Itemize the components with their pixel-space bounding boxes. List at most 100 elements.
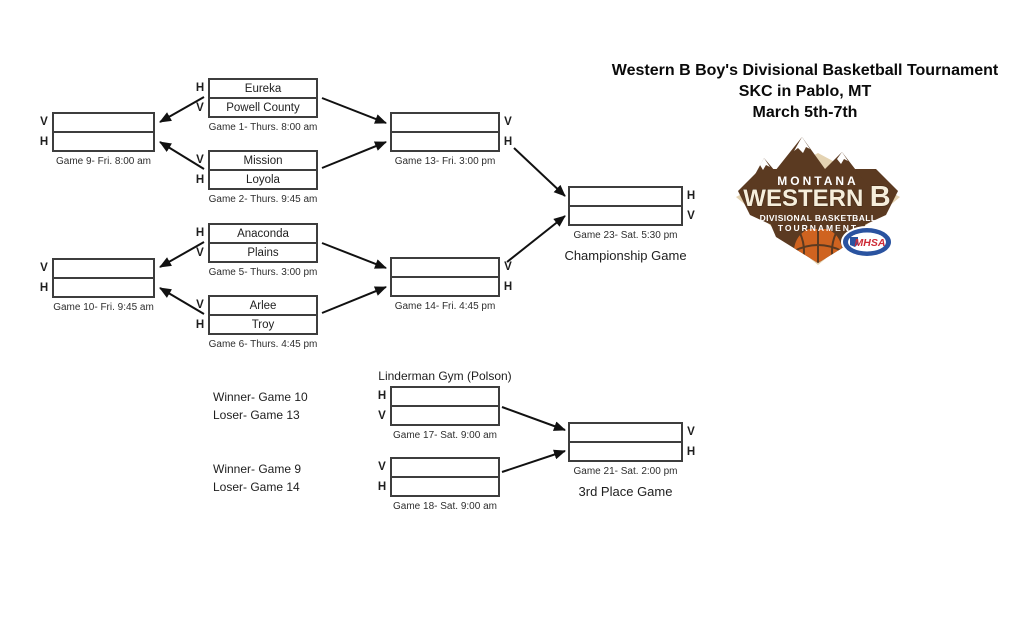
team-slot [570, 205, 681, 224]
logo-western-tspan: WESTERN [743, 185, 863, 212]
side-label: V [504, 261, 512, 273]
side-label: V [504, 116, 512, 128]
game-5-box: H V Anaconda Plains Game 5- Thurs. 3:00 … [192, 223, 334, 278]
game-caption: Game 2- Thurs. 9:45 am [208, 194, 318, 205]
matchup-box: Anaconda Plains [208, 223, 318, 263]
game-13-box: V H Game 13- Fri. 3:00 pm [374, 112, 516, 167]
side-label: H [195, 174, 205, 186]
side-label: H [377, 390, 387, 402]
team-slot [392, 459, 498, 476]
championship-game-label: Championship Game [564, 248, 687, 263]
side-labels-right: H V [683, 186, 699, 226]
side-label: V [196, 247, 204, 259]
montana-state-icon [850, 237, 858, 247]
team-slot [392, 388, 498, 405]
team-slot: Eureka [244, 82, 282, 95]
side-label: H [377, 481, 387, 493]
side-label: H [195, 319, 205, 331]
team-slot [392, 131, 498, 150]
team-slot [54, 114, 153, 131]
team-slot: Troy [210, 314, 316, 333]
side-label: H [195, 227, 205, 239]
side-labels-left: H V [192, 223, 208, 263]
feeder-line: Loser- Game 13 [213, 408, 300, 422]
matchup-box [390, 112, 500, 152]
game-caption: Game 10- Fri. 9:45 am [53, 302, 154, 313]
matchup-box [568, 186, 683, 226]
matchup-box: Eureka Powell County [208, 78, 318, 118]
side-label: H [39, 282, 49, 294]
side-label: H [503, 136, 513, 148]
side-label: V [196, 299, 204, 311]
title-line-2: SKC in Pablo, MT [738, 83, 872, 100]
mountains-icon [746, 137, 872, 191]
game-caption: Game 17- Sat. 9:00 am [393, 430, 497, 441]
game-10-box: V H Game 10- Fri. 9:45 am [36, 258, 171, 313]
feeder-line: Winner- Game 9 [213, 462, 302, 476]
side-label: H [39, 136, 49, 148]
game-17-box: Linderman Gym (Polson) H V Game 17- Sat.… [374, 369, 516, 441]
tournament-logo: MONTANA WESTERN B DIVISIONAL BASKETBALL … [736, 137, 900, 265]
feeder-text-bottom: Winner- Game 9 Loser- Game 14 [213, 460, 301, 496]
team-slot: Loyola [210, 169, 316, 188]
team-slot [392, 114, 498, 131]
team-slot: Anaconda [237, 227, 289, 240]
game-18-box: V H Game 18- Sat. 9:00 am [374, 457, 516, 512]
matchup-box [390, 257, 500, 297]
logo-westernb-text: WESTERN B [743, 181, 890, 213]
side-label: V [196, 154, 204, 166]
logo-b-tspan: B [870, 181, 891, 213]
game-caption: Game 9- Fri. 8:00 am [55, 156, 152, 167]
side-label: H [503, 281, 513, 293]
side-labels-right: V H [500, 257, 516, 297]
game-14-box: V H Game 14- Fri. 4:45 pm [374, 257, 516, 312]
side-label: H [686, 190, 696, 202]
matchup-box [568, 422, 683, 462]
team-slot [54, 131, 153, 150]
team-slot [570, 188, 681, 205]
side-labels-right: V H [500, 112, 516, 152]
mountain-snow [837, 152, 848, 164]
team-slot [54, 260, 153, 277]
game-caption: Game 13- Fri. 3:00 pm [394, 156, 496, 167]
game-23-box: H V Game 23- Sat. 5:30 pm Championship G… [552, 186, 699, 263]
side-label: V [196, 102, 204, 114]
logo-divisional-basketball-text: DIVISIONAL BASKETBALL [760, 213, 877, 223]
mountain-snow [794, 137, 810, 153]
game-caption: Game 23- Sat. 5:30 pm [573, 230, 678, 241]
side-labels-left: H V [374, 386, 390, 426]
game-caption: Game 6- Thurs. 4:45 pm [208, 339, 318, 350]
page-title: Western B Boy's Divisional Basketball To… [585, 60, 1024, 123]
side-label: V [378, 461, 386, 473]
team-slot: Plains [210, 242, 316, 261]
feeder-text-top: Winner- Game 10 Loser- Game 13 [213, 388, 308, 424]
game-caption: Game 5- Thurs. 3:00 pm [208, 267, 318, 278]
game-6-box: V H Arlee Troy Game 6- Thurs. 4:45 pm [192, 295, 334, 350]
matchup-box [52, 112, 155, 152]
team-slot [392, 405, 498, 424]
game-caption: Game 18- Sat. 9:00 am [393, 501, 497, 512]
side-label: V [40, 262, 48, 274]
team-slot: Arlee [249, 299, 277, 312]
side-labels-left: V H [192, 295, 208, 335]
matchup-box: Arlee Troy [208, 295, 318, 335]
game-caption: Game 21- Sat. 2:00 pm [573, 466, 678, 477]
game-caption: Game 14- Fri. 4:45 pm [394, 301, 496, 312]
team-slot [570, 424, 681, 441]
team-slot [392, 259, 498, 276]
game-caption: Game 1- Thurs. 8:00 am [208, 122, 318, 133]
logo-montana-text: MONTANA [777, 174, 858, 188]
game-2-box: V H Mission Loyola Game 2- Thurs. 9:45 a… [192, 150, 334, 205]
game-21-box: V H Game 21- Sat. 2:00 pm 3rd Place Game [552, 422, 699, 499]
side-labels-left: V H [374, 457, 390, 497]
team-slot [392, 476, 498, 495]
team-slot [392, 276, 498, 295]
side-label: V [40, 116, 48, 128]
side-labels-left: V H [192, 150, 208, 190]
team-slot: Powell County [210, 97, 316, 116]
side-label: V [378, 410, 386, 422]
side-label: V [687, 210, 695, 222]
matchup-box [390, 457, 500, 497]
third-place-game-label: 3rd Place Game [578, 484, 673, 499]
team-slot [570, 441, 681, 460]
